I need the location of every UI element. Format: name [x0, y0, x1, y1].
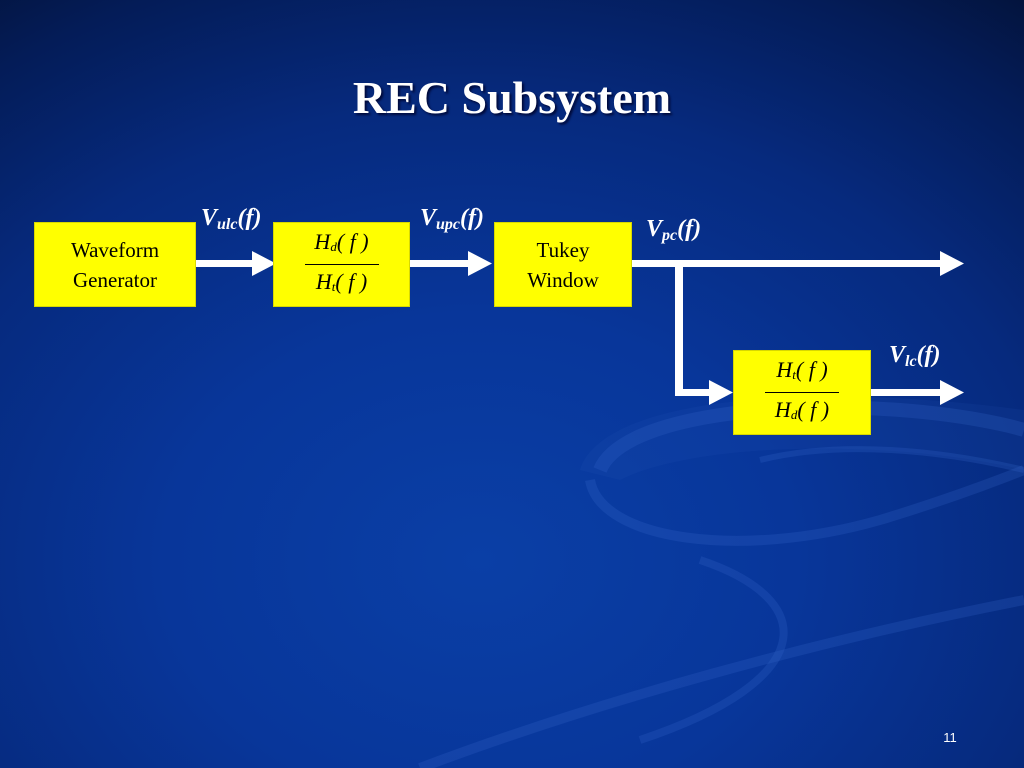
arrow-tukey-to-output-shaft: [632, 260, 944, 267]
predistortion-numerator: Hd( f ): [314, 227, 368, 262]
predistortion-numerator-symbol: H: [314, 229, 331, 254]
compensation-numerator-argument: ( f ): [795, 357, 828, 382]
compensation-filter-block: Ht( f ) Hd( f ): [733, 350, 871, 435]
predistortion-numerator-subscript: d: [330, 239, 337, 254]
tukey-window-line1: Tukey: [536, 237, 590, 262]
predistortion-denominator-argument: ( f ): [335, 269, 368, 294]
arrow-filter-to-tukey-head: [468, 251, 492, 276]
arrow-waveform-to-filter-head: [252, 251, 276, 276]
waveform-generator-line2: Generator: [73, 267, 157, 292]
compensation-numerator: Ht( f ): [776, 355, 827, 390]
v-upc-argument: (f): [460, 205, 484, 231]
signal-label-v-ulc: Vulc(f): [201, 205, 261, 234]
predistortion-fraction-bar: [304, 264, 379, 265]
slide-title: REC Subsystem: [352, 72, 672, 123]
v-lc-symbol: V: [889, 342, 906, 368]
v-lc-argument: (f): [916, 342, 941, 368]
arrow-branch-to-compensation-head: [709, 380, 733, 405]
signal-label-v-upc: Vupc(f): [420, 205, 484, 234]
arrow-filter-to-tukey-shaft: [410, 260, 470, 267]
arrow-waveform-to-filter-shaft: [196, 260, 254, 267]
v-pc-argument: (f): [677, 216, 702, 242]
waveform-generator-block: Waveform Generator: [34, 222, 196, 307]
v-ulc-subscript: ulc: [217, 216, 238, 233]
arrow-tukey-to-output-head: [940, 251, 964, 276]
branch-vertical-line: [675, 263, 683, 396]
v-ulc-symbol: V: [201, 205, 218, 231]
page-number: 11: [943, 730, 957, 745]
v-upc-symbol: V: [420, 205, 437, 231]
compensation-denominator-argument: ( f ): [797, 397, 830, 422]
predistortion-numerator-argument: ( f ): [336, 229, 369, 254]
waveform-generator-line1: Waveform: [70, 237, 160, 262]
arrow-compensation-to-output-head: [940, 380, 964, 405]
predistortion-denominator-symbol: H: [315, 269, 332, 294]
arrow-compensation-to-output-shaft: [871, 389, 943, 396]
tukey-window-line2: Window: [527, 267, 599, 292]
signal-label-v-lc: Vlc(f): [889, 342, 941, 371]
compensation-numerator-subscript: t: [792, 367, 796, 382]
compensation-fraction-bar: [765, 392, 839, 393]
v-pc-subscript: pc: [662, 227, 678, 244]
v-lc-subscript: lc: [905, 353, 917, 370]
predistortion-denominator: Ht( f ): [316, 267, 367, 302]
tukey-window-block: Tukey Window: [494, 222, 632, 307]
compensation-denominator-subscript: d: [790, 407, 798, 422]
arrow-branch-to-compensation-shaft: [675, 389, 711, 396]
predistortion-filter-block: Hd( f ) Ht( f ): [273, 222, 410, 307]
compensation-denominator-symbol: H: [774, 397, 791, 422]
v-upc-subscript: upc: [436, 216, 461, 233]
compensation-numerator-symbol: H: [776, 357, 793, 382]
predistortion-denominator-subscript: t: [331, 279, 336, 294]
v-ulc-argument: (f): [237, 205, 262, 231]
v-pc-symbol: V: [646, 216, 663, 242]
signal-label-v-pc: Vpc(f): [646, 216, 701, 245]
compensation-denominator: Hd( f ): [775, 395, 829, 430]
